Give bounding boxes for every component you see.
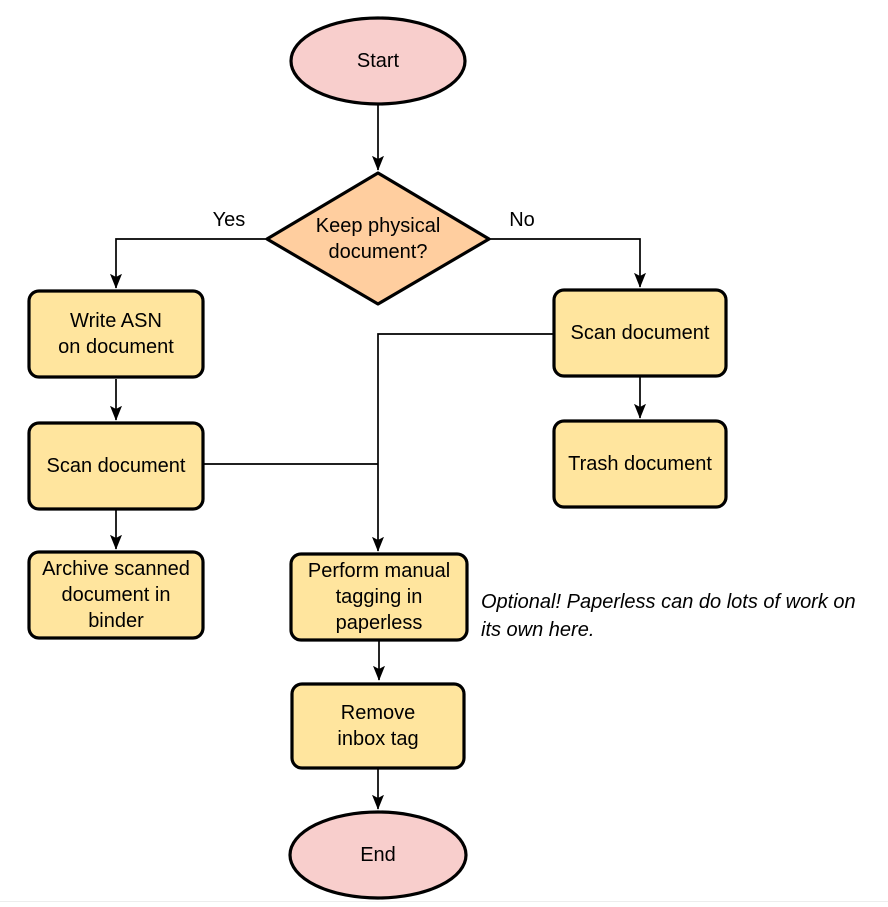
edge-decision-no-to-scan-right — [490, 238, 646, 288]
perform-tagging-process-shape — [289, 552, 469, 642]
page-bottom-divider — [0, 901, 888, 902]
trash-document-process-shape — [552, 419, 728, 509]
edge-decision-yes-to-write-asn — [110, 238, 266, 289]
keep-physical-decision-shape — [265, 171, 491, 306]
no-edge-label: No — [509, 208, 535, 231]
end-terminator-shape — [288, 810, 468, 900]
edge-scan-right-to-perform-tagging — [372, 333, 553, 552]
archive-binder-process-shape — [27, 550, 205, 640]
start-terminator-shape — [289, 16, 467, 106]
scan-document-left-process-shape — [27, 421, 205, 511]
write-asn-process-shape — [27, 289, 205, 379]
optional-paperless-note: Optional! Paperless can do lots of work … — [481, 591, 856, 641]
remove-inbox-tag-process-shape — [290, 682, 466, 770]
scan-document-right-process-shape — [552, 288, 728, 378]
yes-edge-label: Yes — [212, 208, 246, 231]
